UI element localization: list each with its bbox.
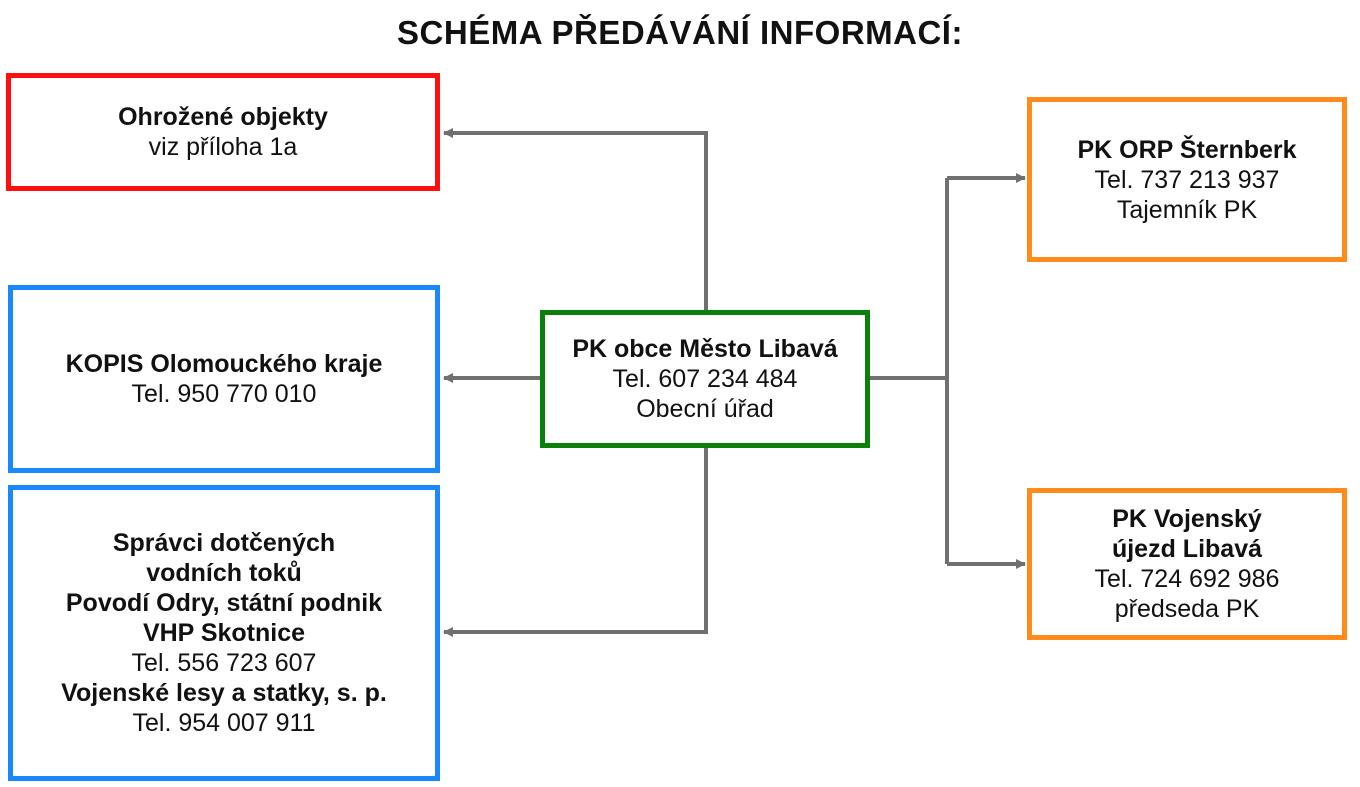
center-phone: Tel. 607 234 484 bbox=[612, 365, 798, 393]
arrow-to-spravci bbox=[443, 446, 708, 637]
box-center-pk-obce: PK obce Město Libavá Tel. 607 234 484 Ob… bbox=[540, 310, 870, 448]
ohrozene-note: viz příloha 1a bbox=[148, 133, 298, 161]
center-title: PK obce Město Libavá bbox=[572, 335, 838, 363]
ohrozene-title: Ohrožené objekty bbox=[118, 103, 328, 131]
center-office: Obecní úřad bbox=[636, 395, 774, 423]
spravci-phone-2: Tel. 954 007 911 bbox=[132, 709, 316, 737]
kopis-phone: Tel. 950 770 010 bbox=[131, 380, 317, 408]
kopis-title: KOPIS Olomouckého kraje bbox=[65, 350, 383, 378]
spravci-line-4: VHP Skotnice bbox=[142, 619, 306, 647]
spravci-line-3: Povodí Odry, státní podnik bbox=[65, 589, 383, 617]
orp-title: PK ORP Šternberk bbox=[1077, 135, 1297, 164]
orp-role: Tajemník PK bbox=[1116, 195, 1258, 224]
spravci-line-6: Vojenské lesy a statky, s. p. bbox=[61, 679, 387, 707]
arrow-to-ohrozene bbox=[443, 128, 708, 312]
box-kopis: KOPIS Olomouckého kraje Tel. 950 770 010 bbox=[8, 285, 440, 473]
spravci-phone-1: Tel. 556 723 607 bbox=[131, 649, 317, 677]
diagram-title: SCHÉMA PŘEDÁVÁNÍ INFORMACÍ: bbox=[397, 14, 963, 51]
vojensky-title-2: újezd Libavá bbox=[1111, 535, 1263, 563]
vojensky-role: předseda PK bbox=[1114, 595, 1260, 623]
box-spravci: Správci dotčených vodních toků Povodí Od… bbox=[8, 485, 440, 781]
spravci-line-1: Správci dotčených bbox=[112, 529, 336, 557]
box-orp-sternberk: PK ORP Šternberk Tel. 737 213 937 Tajemn… bbox=[1027, 97, 1347, 262]
vojensky-title-1: PK Vojenský bbox=[1112, 505, 1262, 533]
orp-phone: Tel. 737 213 937 bbox=[1094, 165, 1280, 194]
box-vojensky-ujezd: PK Vojenský újezd Libavá Tel. 724 692 98… bbox=[1027, 488, 1347, 640]
spravci-line-2: vodních toků bbox=[146, 559, 302, 587]
vojensky-phone: Tel. 724 692 986 bbox=[1094, 565, 1280, 593]
box-ohrozene-objekty: Ohrožené objekty viz příloha 1a bbox=[6, 73, 440, 191]
